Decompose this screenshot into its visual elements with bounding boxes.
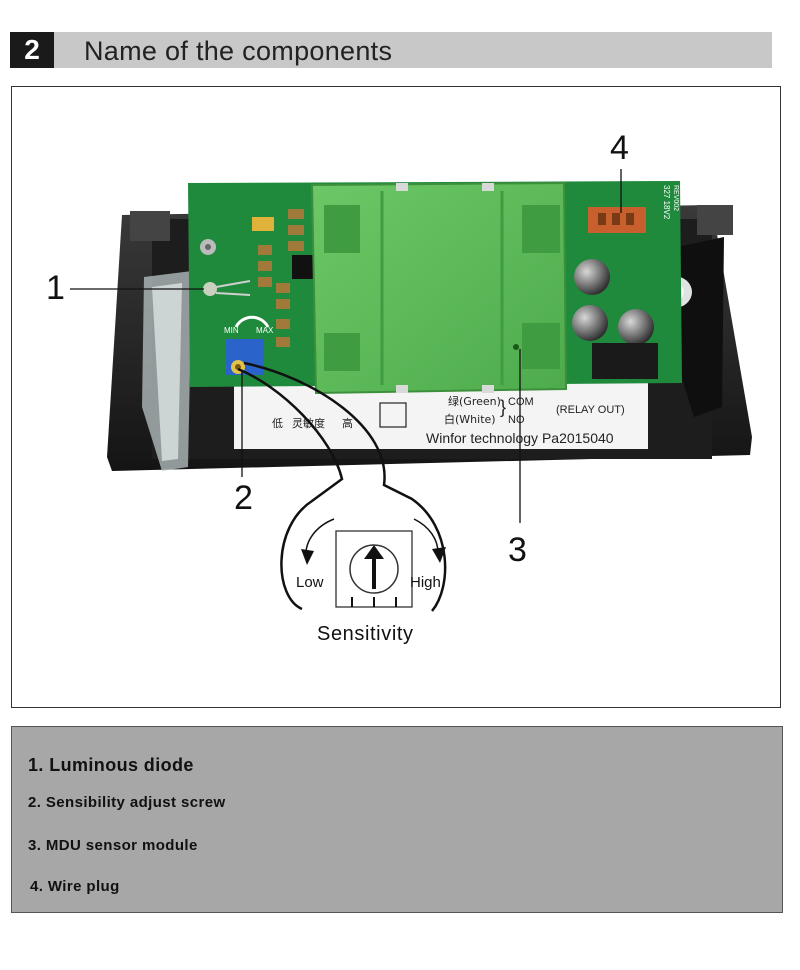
- sticker-no: NO: [508, 414, 525, 426]
- legend-item-4: 4. Wire plug: [30, 878, 120, 895]
- sticker-green-wire: 绿(Green): [448, 394, 501, 408]
- section-title: Name of the components: [84, 36, 393, 66]
- capacitors: [572, 259, 654, 345]
- legend-item-3: 3. MDU sensor module: [28, 837, 198, 854]
- sensitivity-dial: [301, 518, 446, 608]
- pcb-rev: REV002: [672, 185, 679, 211]
- pot-min-label: MIN: [224, 326, 239, 335]
- component-figure: MIN MAX 327 18V2 REV002: [11, 86, 781, 708]
- sticker-cn-low: 低: [272, 417, 283, 430]
- luminous-diode: [203, 280, 251, 296]
- component-legend: 1. Luminous diode 2. Sensibility adjust …: [11, 726, 783, 913]
- wire-plug: [588, 207, 646, 233]
- board-photo-illustration: MIN MAX 327 18V2 REV002: [70, 169, 752, 612]
- sticker-cn-high: 高: [342, 416, 353, 430]
- pcb-code: 327 18V2: [662, 185, 671, 220]
- legend-item-2: 2. Sensibility adjust screw: [28, 794, 226, 811]
- lens-holder: [142, 271, 192, 471]
- dial-high-label: High: [410, 574, 441, 591]
- mdu-sensor-module: [310, 181, 568, 395]
- callout-2: 2: [234, 479, 253, 517]
- sticker-relay-out: (RELAY OUT): [556, 404, 625, 416]
- svg-text:}: }: [500, 397, 506, 417]
- callout-3: 3: [508, 531, 527, 569]
- callout-1: 1: [46, 269, 65, 307]
- leader-lines: [70, 169, 622, 612]
- section-header: 2 Name of the components: [10, 32, 772, 68]
- dial-caption: Sensitivity: [317, 623, 414, 645]
- section-number: 2: [10, 32, 54, 68]
- sticker-com: COM: [508, 396, 534, 408]
- pot-max-label: MAX: [256, 326, 274, 335]
- sticker-white-wire: 白(White): [444, 412, 496, 426]
- legend-item-1: 1. Luminous diode: [28, 755, 194, 775]
- callout-4: 4: [610, 129, 629, 167]
- dial-low-label: Low: [296, 574, 324, 591]
- sensitivity-screw: [226, 339, 264, 375]
